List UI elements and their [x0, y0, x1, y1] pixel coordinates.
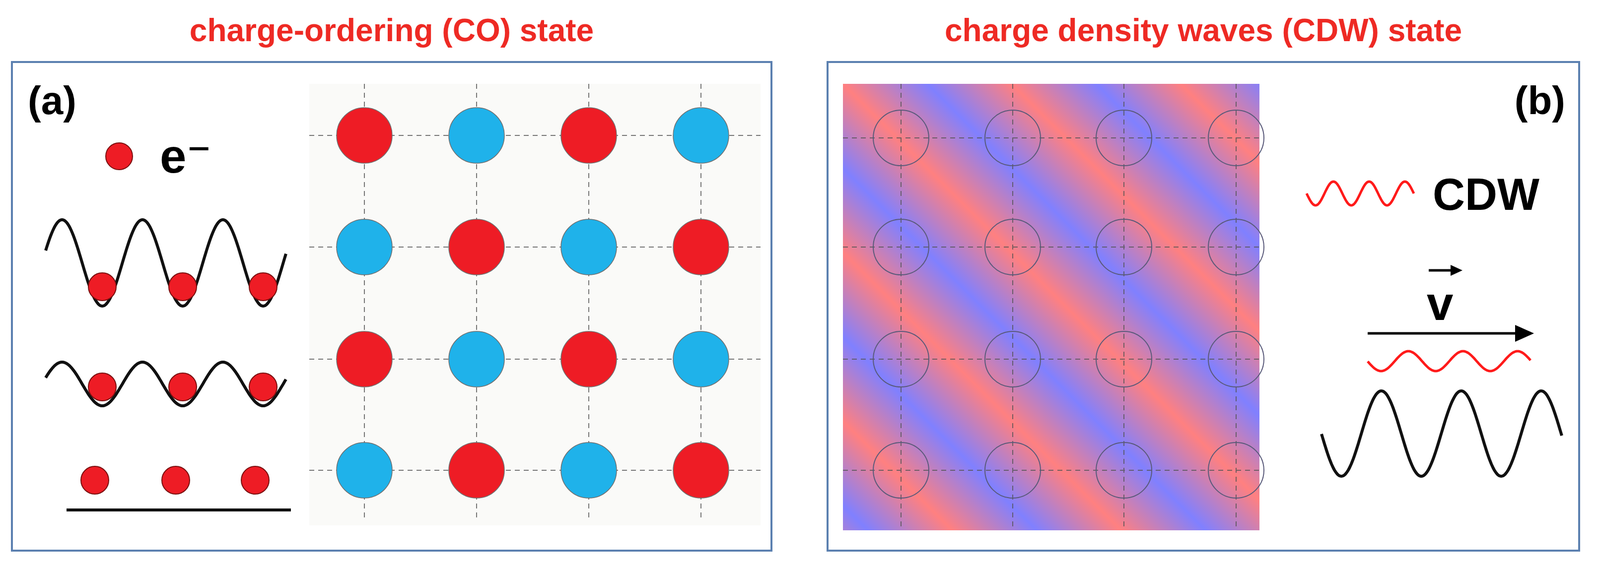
lattice-site: [1208, 110, 1264, 166]
lattice-site: [448, 107, 505, 164]
electron-dot: [80, 466, 109, 495]
lattice-site: [673, 219, 729, 276]
potential-wave: [45, 219, 286, 307]
electron-dot: [249, 273, 278, 301]
electron-dot: [161, 466, 190, 495]
lattice-site: [560, 442, 617, 499]
charge-sites: [336, 107, 729, 499]
velocity-symbol: v: [1426, 279, 1454, 328]
lattice-site: [984, 331, 1041, 388]
cdw-wave: [1306, 181, 1414, 206]
lattice-site: [873, 331, 929, 388]
electron-dot: [88, 273, 117, 301]
lattice-site: [873, 442, 929, 499]
lattice-site: [560, 331, 617, 388]
lattice-site: [1096, 331, 1152, 388]
panel-letter: (b): [1514, 80, 1566, 121]
lattice-site: [336, 442, 393, 499]
cdw-wave: [1367, 351, 1531, 372]
electron-dot: [168, 273, 197, 301]
lattice-site: [1208, 442, 1264, 499]
lattice-grid: [309, 83, 761, 521]
lattice-site: [984, 442, 1041, 499]
potential-wave: [45, 362, 286, 407]
lattice-site: [673, 442, 729, 499]
lattice-site: [673, 107, 729, 164]
lattice-ground: [309, 83, 761, 526]
lattice-site: [336, 331, 393, 388]
cdw-label: CDW: [1432, 172, 1540, 217]
electron-dot: [105, 142, 133, 170]
electron-symbol: e⁻: [159, 132, 212, 181]
lattice-site: [560, 219, 617, 276]
lattice-sites: [873, 110, 1264, 499]
lattice-grid: [842, 83, 1260, 531]
lattice-site: [1208, 219, 1264, 276]
lattice-site: [1096, 219, 1152, 276]
panel-title: charge-ordering (CO) state: [12, 14, 771, 47]
lattice-site: [1096, 442, 1152, 499]
electron-dot: [88, 373, 117, 402]
lattice-site: [448, 331, 505, 388]
lattice-site: [1208, 331, 1264, 388]
lattice-site: [1096, 110, 1152, 166]
vector-arrowhead: [1450, 265, 1463, 277]
vector-arrow: [1428, 269, 1454, 273]
velocity-arrow: [1367, 332, 1520, 336]
panel-title: charge density waves (CDW) state: [828, 14, 1579, 47]
lattice-site: [560, 107, 617, 164]
lattice-site: [448, 442, 505, 499]
flat-potential: [66, 508, 291, 512]
cdw-gradient: [842, 83, 1260, 531]
figure-panel: charge-ordering (CO) state(a): [10, 61, 773, 553]
lattice-site: [984, 219, 1041, 276]
electron-dot: [249, 373, 278, 402]
lattice-site: [673, 331, 729, 388]
lattice-potential-wave: [1321, 391, 1562, 477]
figure-panel: charge density waves (CDW) state(b): [826, 61, 1581, 553]
electron-dot: [241, 466, 270, 495]
panel-letter: (a): [27, 80, 77, 121]
lattice-site: [448, 219, 505, 276]
electron-dot: [168, 373, 197, 402]
velocity-arrowhead: [1515, 325, 1534, 343]
lattice-site: [873, 110, 929, 166]
lattice-site: [336, 219, 393, 276]
lattice-site: [984, 110, 1041, 166]
lattice-site: [873, 219, 929, 276]
lattice-site: [336, 107, 393, 164]
